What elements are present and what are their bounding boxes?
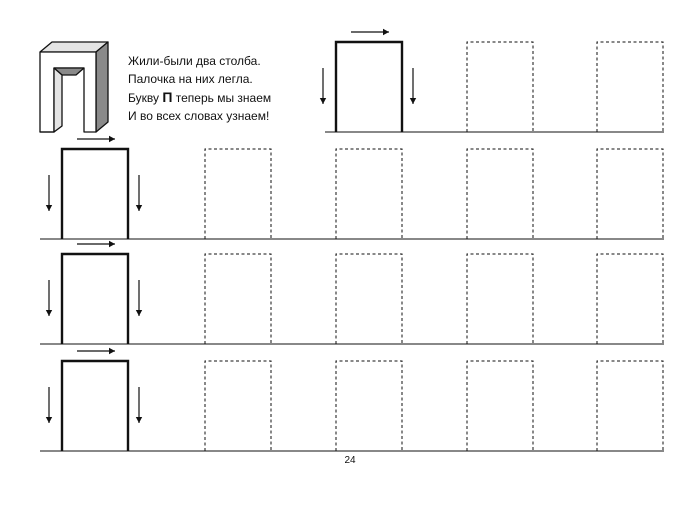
sample-letter-pe: [334, 40, 404, 132]
poem-line-3-end: теперь мы знаем: [175, 91, 272, 105]
stroke-arrow-down-icon: [45, 387, 53, 423]
stroke-arrow-right-icon: [77, 240, 115, 248]
stroke-arrow-right-icon: [77, 135, 115, 143]
stroke-arrow-down-icon: [135, 280, 143, 316]
tracing-letter-pe: [466, 360, 534, 451]
tracing-letter-pe: [335, 360, 403, 451]
stroke-arrow-down-icon: [135, 175, 143, 211]
tracing-letter-pe: [335, 253, 403, 344]
stroke-arrow-down-icon: [409, 68, 417, 104]
sample-letter-pe: [60, 147, 130, 239]
3d-letter-pe-icon: [39, 41, 109, 133]
tracing-letter-pe: [596, 148, 664, 239]
tracing-letter-pe: [466, 41, 534, 132]
stroke-arrow-down-icon: [45, 175, 53, 211]
tracing-letter-pe: [466, 148, 534, 239]
poem-line-4: И во всех словах узнаем!: [128, 109, 270, 123]
stroke-arrow-right-icon: [77, 347, 115, 355]
tracing-letter-pe: [596, 41, 664, 132]
tracing-letter-pe: [596, 253, 664, 344]
poem-letter: П: [162, 89, 173, 105]
tracing-letter-pe: [335, 148, 403, 239]
sample-letter-pe: [60, 359, 130, 451]
poem-line-1: Жили-были два столба.: [128, 54, 261, 68]
poem: Жили-были два столба. Палочка на них лег…: [128, 52, 271, 125]
poem-line-3: Букву П теперь мы знаем: [128, 88, 271, 107]
tracing-letter-pe: [466, 253, 534, 344]
stroke-arrow-down-icon: [319, 68, 327, 104]
tracing-letter-pe: [204, 360, 272, 451]
tracing-letter-pe: [596, 360, 664, 451]
stroke-arrow-down-icon: [135, 387, 143, 423]
page-number: 24: [344, 455, 356, 466]
tracing-letter-pe: [204, 253, 272, 344]
stroke-arrow-right-icon: [351, 28, 389, 36]
stroke-arrow-down-icon: [45, 280, 53, 316]
tracing-letter-pe: [204, 148, 272, 239]
poem-line-2: Палочка на них легла.: [128, 72, 253, 86]
sample-letter-pe: [60, 252, 130, 344]
poem-line-3-start: Букву: [128, 91, 159, 105]
